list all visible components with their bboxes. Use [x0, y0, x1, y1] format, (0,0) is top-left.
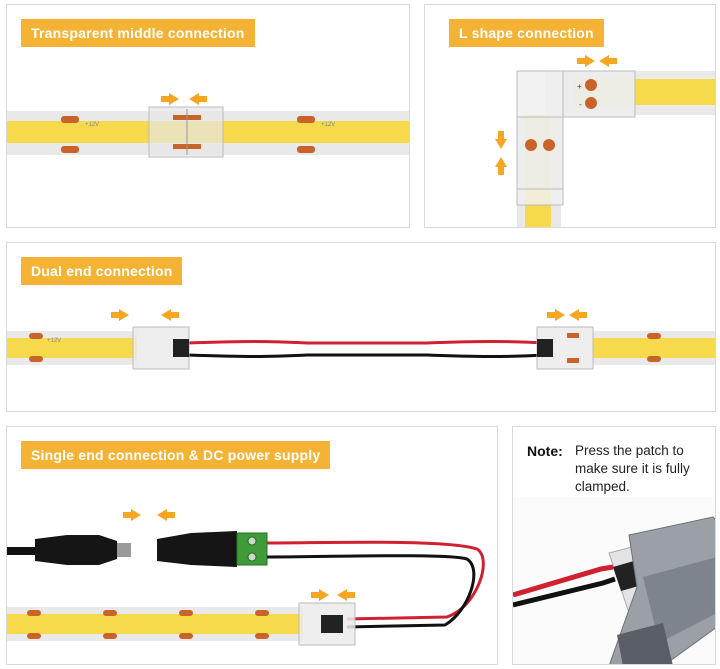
black-wire — [186, 353, 546, 358]
strip-label: +12V — [321, 122, 335, 128]
note-label: Note: — [527, 443, 563, 459]
copper-pad — [27, 633, 41, 639]
middle-connection-illustration: +12V +12V — [7, 93, 409, 158]
panel-note: Note: Press the patch to make sure it is… — [512, 426, 716, 665]
copper-pad — [61, 116, 79, 123]
copper-pad — [585, 79, 597, 91]
panel-single-end: Single end connection & DC power supply — [6, 426, 498, 665]
copper-pad — [297, 116, 315, 123]
copper-pad — [27, 610, 41, 616]
connector-clip — [173, 339, 189, 357]
panel-title: Dual end connection — [21, 257, 183, 285]
panel-l-shape: L shape connection + - — [424, 4, 716, 228]
led-strip — [7, 614, 303, 634]
copper-pad — [29, 356, 43, 362]
copper-pad — [103, 633, 117, 639]
connector-clip — [537, 339, 553, 357]
red-wire — [513, 564, 614, 598]
panel-dual-end: Dual end connection +12V — [6, 242, 716, 412]
black-wire — [513, 576, 616, 608]
push-arrow-right-icon — [311, 589, 329, 601]
push-arrow-left-icon — [157, 509, 175, 521]
connector-clip — [321, 615, 343, 633]
copper-pad — [103, 610, 117, 616]
led-strip — [593, 338, 715, 358]
copper-pad — [255, 610, 269, 616]
copper-pad — [647, 333, 661, 339]
copper-pad — [585, 97, 597, 109]
l-shape-illustration: + - — [495, 55, 715, 227]
copper-pad — [179, 610, 193, 616]
copper-pad — [297, 146, 315, 153]
copper-pad — [255, 633, 269, 639]
copper-pad — [543, 139, 555, 151]
note-line: make sure it is fully — [575, 461, 690, 476]
clear-connector — [148, 106, 224, 158]
strip-label: +12V — [85, 122, 99, 128]
dc-plug-tip — [117, 543, 131, 557]
strip-label: +12V — [47, 338, 61, 344]
panel-title: Transparent middle connection — [21, 19, 255, 47]
copper-pad — [179, 633, 193, 639]
single-end-illustration — [7, 509, 485, 646]
black-wire — [266, 554, 476, 629]
copper-pad — [29, 333, 43, 339]
led-strip — [7, 338, 137, 358]
push-arrow-down-icon — [495, 131, 507, 149]
clamping-illustration — [513, 497, 715, 664]
dc-plug — [35, 535, 117, 565]
push-arrow-left-icon — [569, 309, 587, 321]
push-arrow-left-icon — [161, 309, 179, 321]
push-arrow-left-icon — [337, 589, 355, 601]
panel-transparent-middle: Transparent middle connection +12V +12V — [6, 4, 410, 228]
minus-sign: - — [579, 100, 582, 109]
pliers-jaw — [643, 557, 715, 643]
push-arrow-left-icon — [599, 55, 617, 67]
push-arrow-right-icon — [123, 509, 141, 521]
note-text: Press the patch to make sure it is fully… — [575, 442, 715, 496]
panel-title: L shape connection — [449, 19, 604, 47]
dc-socket — [157, 531, 237, 567]
copper-pad — [525, 139, 537, 151]
push-arrow-right-icon — [161, 93, 179, 105]
panel-title: Single end connection & DC power supply — [21, 441, 331, 469]
copper-pad — [647, 356, 661, 362]
push-arrow-right-icon — [577, 55, 595, 67]
push-arrow-right-icon — [547, 309, 565, 321]
push-arrow-left-icon — [189, 93, 207, 105]
red-wire — [186, 340, 546, 345]
plus-sign: + — [577, 82, 582, 91]
push-arrow-up-icon — [495, 157, 507, 175]
red-wire — [266, 540, 485, 621]
note-line: clamped. — [575, 479, 630, 494]
push-arrow-right-icon — [111, 309, 129, 321]
note-line: Press the patch to — [575, 443, 684, 458]
dual-end-illustration: +12V — [7, 309, 715, 370]
copper-pad — [61, 146, 79, 153]
